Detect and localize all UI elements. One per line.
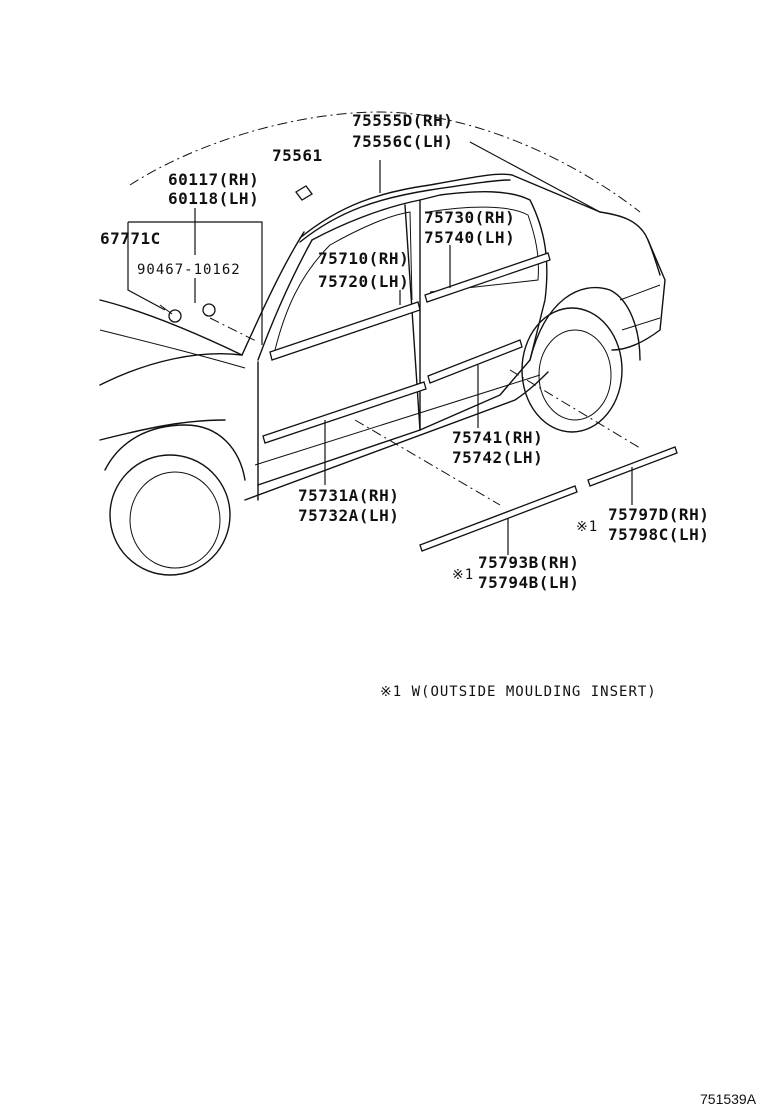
rear-wheel <box>521 307 623 433</box>
label-rear-window-moulding-lh: 75740(LH) <box>424 228 515 247</box>
label-protector: 67771C <box>100 229 161 248</box>
car-illustration <box>99 111 666 576</box>
rear-insert-mark: ※1 <box>576 519 598 535</box>
label-screw: 90467-10162 <box>137 262 241 278</box>
front-window-moulding <box>269 301 421 361</box>
screw-part <box>202 303 216 317</box>
a-pillar <box>241 231 305 356</box>
label-rear-door-moulding-rh: 75741(RH) <box>452 428 543 447</box>
hood <box>99 299 243 356</box>
roof-clip-part <box>295 185 313 201</box>
rear-door-moulding <box>427 339 523 384</box>
label-rear-window-moulding-rh: 75730(RH) <box>424 208 515 227</box>
protector-part <box>168 309 182 323</box>
rocker <box>244 371 549 501</box>
trunk <box>599 211 666 351</box>
label-rear-door-moulding-lh: 75742(LH) <box>452 448 543 467</box>
label-roof-clip: 75561 <box>272 146 323 165</box>
leader-lines <box>127 141 641 555</box>
label-front-window-moulding-rh: 75710(RH) <box>318 249 409 268</box>
label-front-insert-rh: 75793B(RH) <box>478 553 579 572</box>
label-front-window-moulding-lh: 75720(LH) <box>318 272 409 291</box>
rear-insert-strip <box>587 446 678 487</box>
mouldings <box>159 185 678 552</box>
rear-fender <box>529 286 641 361</box>
figure-id: 751539A <box>700 1091 757 1107</box>
label-front-door-moulding-rh: 75731A(RH) <box>298 486 399 505</box>
label-front-panel-lh: 60118(LH) <box>168 189 259 208</box>
front-wheel <box>109 454 231 576</box>
rear-window-moulding <box>424 252 551 303</box>
front-insert-mark: ※1 <box>452 567 474 583</box>
label-roof-moulding-rh: 75555D(RH) <box>352 111 453 130</box>
roof-rail <box>299 173 601 239</box>
roof-outline <box>129 111 641 213</box>
front-fender <box>104 424 246 481</box>
callout-labels: 75555D(RH) 75556C(LH) 75561 60117(RH) 60… <box>100 111 709 592</box>
rear-door <box>419 191 548 431</box>
label-front-insert-lh: 75794B(LH) <box>478 573 579 592</box>
label-front-door-moulding-lh: 75732A(LH) <box>298 506 399 525</box>
front-insert-strip <box>419 485 578 552</box>
front-door <box>257 199 421 486</box>
label-rear-insert-lh: 75798C(LH) <box>608 525 709 544</box>
front-door-moulding <box>262 381 427 444</box>
footnote: ※1 W(OUTSIDE MOULDING INSERT) <box>380 684 657 700</box>
label-roof-moulding-lh: 75556C(LH) <box>352 132 453 151</box>
label-rear-insert-rh: 75797D(RH) <box>608 505 709 524</box>
label-front-panel-rh: 60117(RH) <box>168 170 259 189</box>
